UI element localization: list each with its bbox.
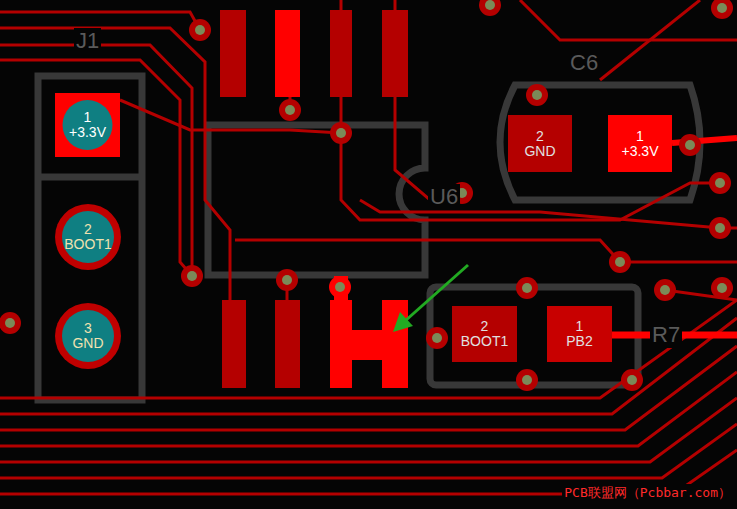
designator: R7 bbox=[650, 322, 682, 348]
pin-number: 2 bbox=[84, 222, 92, 237]
pad-round: 3GND bbox=[55, 303, 121, 369]
net-name: GND bbox=[524, 144, 555, 159]
net-name: +3.3V bbox=[622, 144, 659, 159]
ic-pads bbox=[220, 10, 408, 388]
net-name: +3.3V bbox=[69, 125, 106, 140]
designator: J1 bbox=[74, 28, 101, 54]
smd-pad: 2BOOT1 bbox=[452, 306, 517, 362]
net-name: PB2 bbox=[566, 334, 592, 349]
pin-number: 3 bbox=[84, 321, 92, 336]
pad-round: 2BOOT1 bbox=[55, 204, 121, 270]
ic-pads-selected bbox=[275, 10, 408, 388]
pin-number: 1 bbox=[636, 129, 644, 144]
net-name: BOOT1 bbox=[64, 237, 111, 252]
silkscreen bbox=[38, 76, 700, 400]
pad-square: 1+3.3V bbox=[55, 93, 120, 157]
pin-number: 2 bbox=[536, 129, 544, 144]
pin-number: 1 bbox=[84, 110, 92, 125]
pin-number: 1 bbox=[576, 319, 584, 334]
vias bbox=[0, 0, 733, 391]
copper-traces bbox=[0, 0, 737, 494]
watermark: PCB联盟网（Pcbbar.com） bbox=[562, 484, 733, 502]
designator: C6 bbox=[568, 50, 600, 76]
smd-pad: 2GND bbox=[508, 115, 572, 172]
designator: U6 bbox=[428, 184, 460, 210]
smd-pad: 1+3.3V bbox=[608, 115, 672, 172]
net-name: BOOT1 bbox=[461, 334, 508, 349]
smd-pad: 1PB2 bbox=[547, 306, 612, 362]
pin-number: 2 bbox=[481, 319, 489, 334]
net-name: GND bbox=[72, 336, 103, 351]
